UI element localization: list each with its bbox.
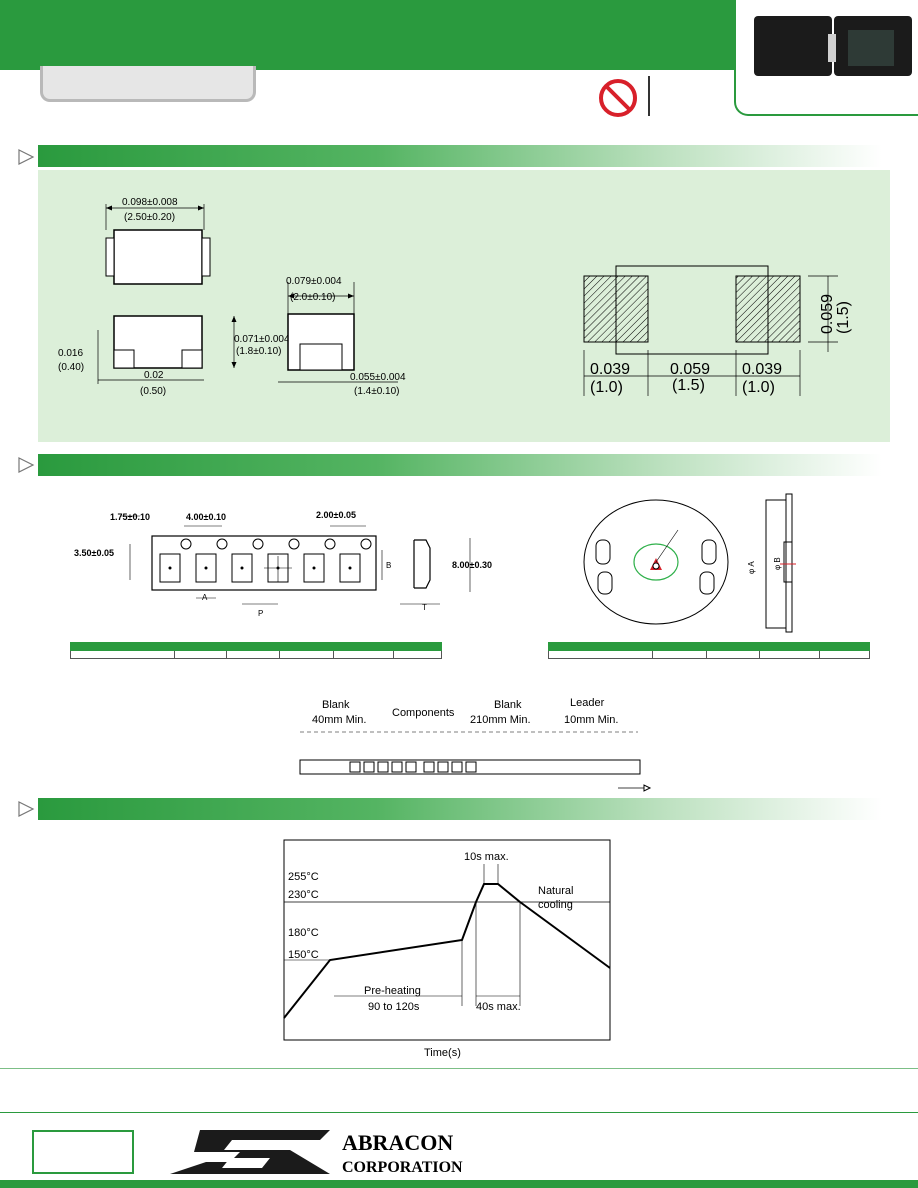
tape-offset: 3.50±0.05 [74,548,114,558]
natural-line2: cooling [538,899,573,911]
section-bar-packaging [38,454,882,476]
x-axis-label: Time(s) [424,1047,461,1059]
dim-lead-h-mm: (0.40) [58,362,84,373]
reel-label-a: φ A [747,561,756,574]
dim-top-width: 0.098±0.008 [122,197,178,208]
dim-side-width: 0.079±0.004 [286,276,342,287]
header-tab [40,66,256,102]
dim-lead-h: 0.016 [58,348,83,359]
preheat-line1: Pre-heating [364,985,421,997]
leader-title: Leader [570,697,605,709]
tape-label-a: A [202,593,208,602]
reel-drawing: φ A φ B [583,493,796,633]
footer-box [32,1130,134,1174]
logo-line2: CORPORATION [342,1159,463,1176]
tape-label-b: B [386,561,391,570]
land-height-mm: (1.5) [835,301,852,334]
footer-divider [0,1112,918,1113]
temp-150: 150°C [288,949,319,961]
leader-len: 10mm Min. [564,714,618,726]
divider [648,76,650,116]
dim-lead-ext: 0.055±0.004 [350,372,406,383]
blank1-title: Blank [322,699,350,711]
dim-top-width-mm: (2.50±0.20) [124,212,175,223]
components-label: Components [392,707,455,719]
dim-side-width-mm: (2.0±0.10) [290,292,336,303]
land-pad2-mm: (1.0) [742,379,775,396]
dim-height: 0.071±0.004 [234,334,290,345]
land-gap: 0.059 [670,361,710,378]
dim-lead-w-mm: (0.50) [140,386,166,397]
reel-label-b: φ B [773,557,782,570]
land-pad2: 0.039 [742,361,782,378]
temp-180: 180°C [288,927,319,939]
dim-height-mm: (1.8±0.10) [236,346,282,357]
tape-label-p: P [258,609,263,618]
tape-edge: 1.75±0.10 [110,512,150,522]
logo-line1: ABRACON [342,1130,453,1155]
leader-drawing: Blank 40mm Min. Components Blank 210mm M… [299,697,652,792]
above-230-time: 40s max. [476,1001,521,1013]
triangle-right-icon [18,801,35,817]
reel-spec-table [548,642,870,659]
temp-255: 255°C [288,871,319,883]
blank1-len: 40mm Min. [312,714,366,726]
blank2-len: 210mm Min. [470,714,531,726]
no-sign-icon [599,79,637,117]
chip-image [828,16,912,76]
footer-divider [0,1068,918,1069]
tape-spec-table [70,642,442,659]
temp-230: 230°C [288,889,319,901]
dim-lead-ext-mm: (1.4±0.10) [354,386,400,397]
land-pad-mm: (1.0) [590,379,623,396]
land-height: 0.059 [819,294,836,334]
section-bar-reflow [38,798,882,820]
peak-time: 10s max. [464,851,509,863]
dimensions-panel: 0.098±0.008 (2.50±0.20) 0.016 (0.40) 0.0… [38,170,890,442]
tape-label-t: T [422,603,427,612]
tape-pitch: 4.00±0.10 [186,512,226,522]
land-gap-mm: (1.5) [672,377,705,394]
product-photo [734,0,918,116]
land-pad: 0.039 [590,361,630,378]
dimension-drawing: 0.098±0.008 (2.50±0.20) 0.016 (0.40) 0.0… [58,197,852,397]
reflow-profile: 255°C 230°C 180°C 150°C 10s max. Natural… [283,839,611,1059]
footer-bar [0,1180,918,1188]
tape-hole-pitch: 2.00±0.05 [316,510,356,520]
blank2-title: Blank [494,699,522,711]
natural-line1: Natural [538,885,573,897]
preheat-line2: 90 to 120s [368,1001,420,1013]
tape-width: 8.00±0.30 [452,560,492,570]
chip-image [754,16,838,76]
tape-drawing: 1.75±0.10 4.00±0.10 2.00±0.05 3.50±0.05 … [74,510,492,618]
dim-lead-w: 0.02 [144,370,164,381]
triangle-right-icon [18,149,35,165]
triangle-right-icon [18,457,35,473]
section-bar-dimensions [38,145,882,167]
abracon-logo: ABRACON CORPORATION [170,1130,463,1176]
